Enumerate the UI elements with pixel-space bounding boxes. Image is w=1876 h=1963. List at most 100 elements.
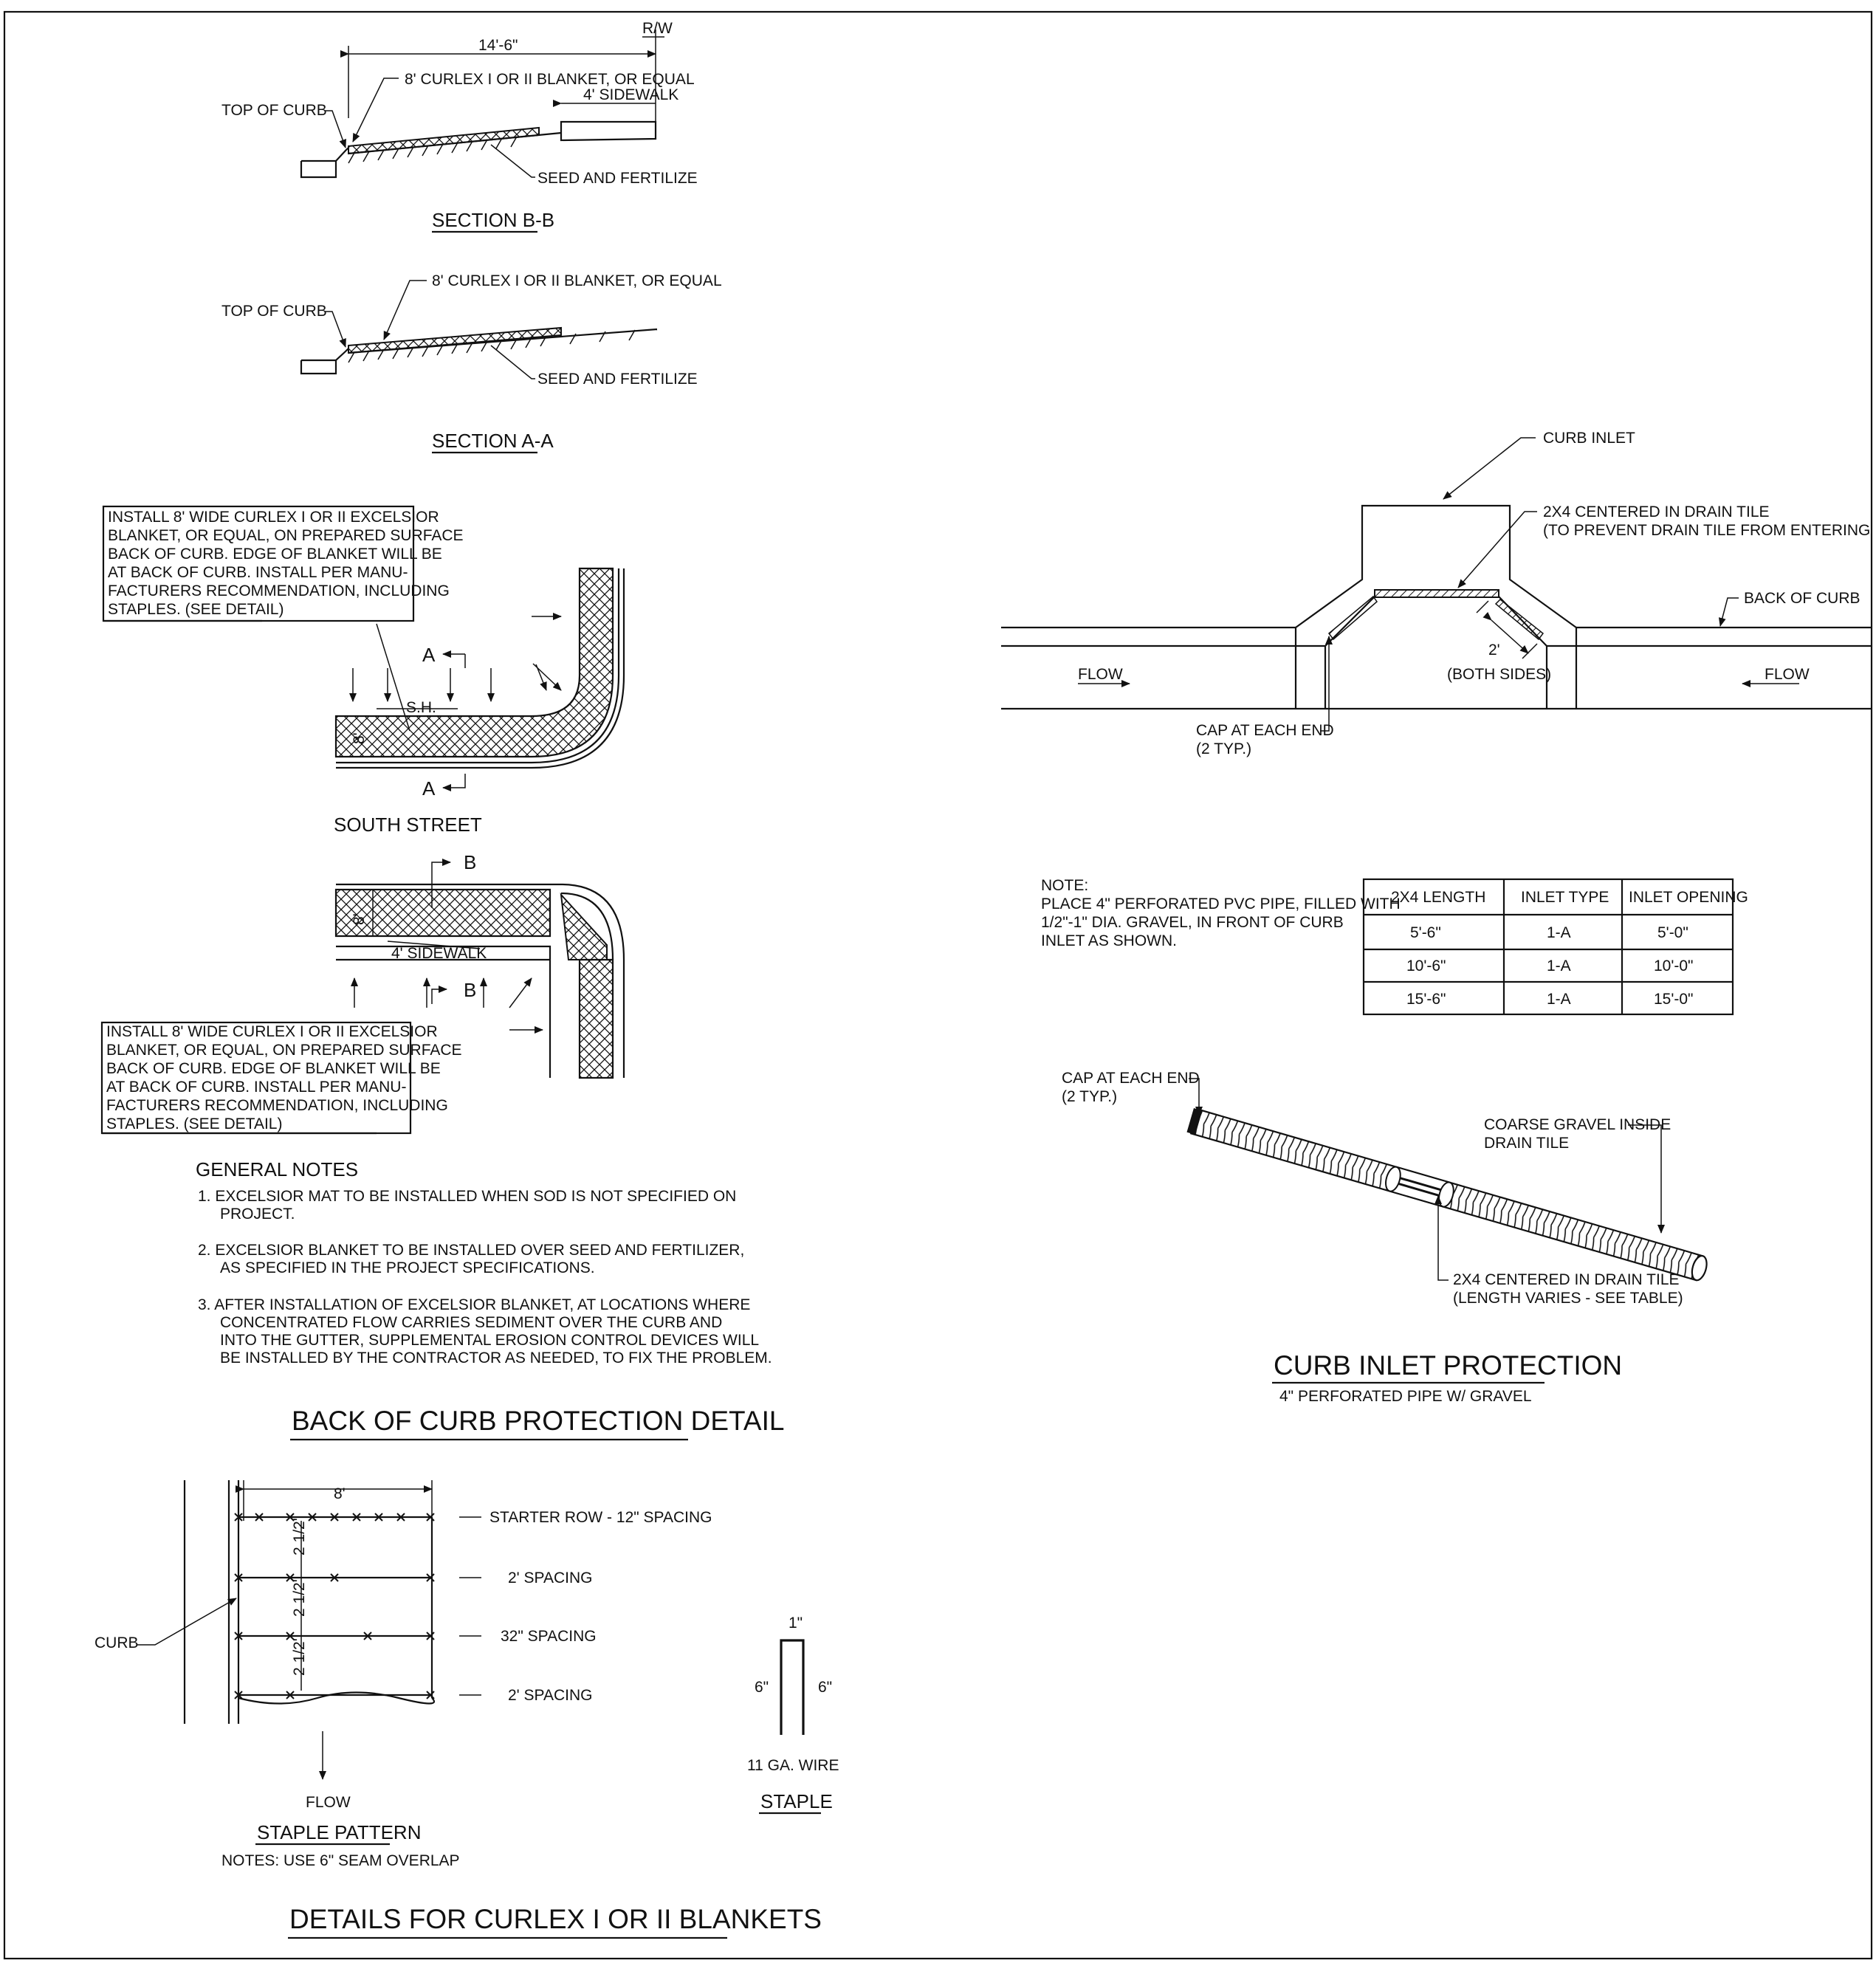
inlet-centered-label: 2X4 CENTERED IN DRAIN TILE — [1543, 503, 1770, 520]
plan-note2-line5: FACTURERS RECOMMENDATION, INCLUDING — [106, 1097, 448, 1114]
bb-dim-label: 14'-6" — [478, 37, 518, 54]
table-cell: 5'-0" — [1657, 924, 1688, 941]
table-cell: 1-A — [1547, 924, 1571, 941]
plan-note2-line6: STAPLES. (SEE DETAIL) — [106, 1115, 282, 1132]
staple-curb-label: CURB — [95, 1634, 139, 1651]
table-cell: 5'-6" — [1410, 924, 1441, 941]
bb-seed-label: SEED AND FERTILIZE — [537, 170, 698, 187]
staple-right-dim: 6" — [818, 1679, 832, 1696]
general-note-3d: BE INSTALLED BY THE CONTRACTOR AS NEEDED… — [220, 1350, 772, 1366]
staple-row3-label: 32" SPACING — [501, 1628, 597, 1645]
staple-spacing-1: 2 1/2' — [291, 1518, 308, 1555]
note-line-2: PLACE 4" PERFORATED PVC PIPE, FILLED WIT… — [1041, 895, 1401, 912]
bb-blanket-label: 8' CURLEX I OR II BLANKET, OR EQUAL — [405, 71, 695, 88]
staple-spacing-2: 2 1/2' — [291, 1579, 308, 1617]
sheet-border — [3, 10, 1873, 1960]
perforated-pipe: CAP AT EACH END (2 TYP.) COARSE GRAVEL I… — [1062, 1070, 1708, 1307]
table-cell: 1-A — [1547, 991, 1571, 1008]
general-notes-title: GENERAL NOTES — [196, 1158, 358, 1180]
pipe-gravel-label: COARSE GRAVEL INSIDE — [1484, 1116, 1671, 1133]
staple-title: STAPLE — [760, 1790, 833, 1812]
general-note-2b: AS SPECIFIED IN THE PROJECT SPECIFICATIO… — [220, 1259, 595, 1276]
plan-note2-line2: BLANKET, OR EQUAL, ON PREPARED SURFACE — [106, 1042, 462, 1059]
table-cell: 10'-6" — [1406, 958, 1446, 974]
general-note-1a: 1. EXCELSIOR MAT TO BE INSTALLED WHEN SO… — [198, 1188, 736, 1205]
general-note-3b: CONCENTRATED FLOW CARRIES SEDIMENT OVER … — [220, 1314, 722, 1331]
general-note-1b: PROJECT. — [220, 1206, 295, 1223]
aa-blanket-label: 8' CURLEX I OR II BLANKET, OR EQUAL — [432, 272, 722, 289]
cip-subtitle: 4" PERFORATED PIPE W/ GRAVEL — [1279, 1388, 1532, 1405]
inlet-flow-right-label: FLOW — [1765, 666, 1810, 683]
aa-title: SECTION A-A — [432, 430, 554, 452]
plan-note2-line1: INSTALL 8' WIDE CURLEX I OR II EXCELSIOR — [106, 1023, 438, 1040]
staple-pattern: 8' 2 1/2' 2 1/2' 2 1/2' STARTER ROW - 12… — [95, 1480, 712, 1869]
plan-note1-line5: FACTURERS RECOMMENDATION, INCLUDING — [108, 582, 450, 599]
plan-note2-line3: BACK OF CURB. EDGE OF BLANKET WILL BE — [106, 1060, 441, 1077]
staple-left-dim: 6" — [755, 1679, 769, 1696]
staple-flow-label: FLOW — [306, 1794, 351, 1811]
plan-lower: B 8' 4' SIDEWALK B INSTALL 8' WIDE CURLE… — [100, 851, 625, 1135]
curb-inlet-plan: 2' (BOTH SIDES) CURB INLET 2X4 CENTERED … — [1001, 430, 1876, 757]
inlet-cap-typ-label: (2 TYP.) — [1196, 740, 1251, 757]
plan-note2-line4: AT BACK OF CURB. INSTALL PER MANU- — [106, 1079, 406, 1096]
staple-wire-label: 11 GA. WIRE — [747, 1757, 839, 1774]
note-line-4: INLET AS SHOWN. — [1041, 932, 1177, 949]
staple-top-dim: 1" — [788, 1615, 803, 1632]
bb-top-of-curb-label: TOP OF CURB — [221, 102, 327, 119]
boc-title: BACK OF CURB PROTECTION DETAIL — [292, 1406, 784, 1436]
plan-dim8-bottom: 8' — [351, 913, 368, 925]
table-header-1: INLET TYPE — [1521, 889, 1609, 906]
table-header-0: 2X4 LENGTH — [1391, 889, 1485, 906]
bb-sidewalk-label: 4' SIDEWALK — [583, 86, 678, 103]
aa-top-of-curb-label: TOP OF CURB — [221, 303, 327, 320]
table-cell: 15'-0" — [1654, 991, 1694, 1008]
plan-note1-line1: INSTALL 8' WIDE CURLEX I OR II EXCELSIOR — [108, 509, 439, 526]
inlet-note: NOTE: PLACE 4" PERFORATED PVC PIPE, FILL… — [1041, 877, 1401, 949]
plan-sh-label: S.H. — [406, 699, 436, 716]
table-cell: 1-A — [1547, 958, 1571, 974]
general-note-3c: INTO THE GUTTER, SUPPLEMENTAL EROSION CO… — [220, 1332, 759, 1349]
pipe-cap-typ-label: (2 TYP.) — [1062, 1088, 1117, 1105]
pipe-varies-label: (LENGTH VARIES - SEE TABLE) — [1453, 1290, 1683, 1307]
table-header-2: INLET OPENING — [1629, 889, 1748, 906]
table-cell: 15'-6" — [1406, 991, 1446, 1008]
staple-pattern-title: STAPLE PATTERN — [257, 1821, 422, 1843]
plan-cut-a-top: A — [422, 644, 436, 666]
inlet-2ft-label: 2' — [1488, 642, 1500, 659]
general-note-3a: 3. AFTER INSTALLATION OF EXCELSIOR BLANK… — [198, 1296, 750, 1313]
section-aa: 8' CURLEX I OR II BLANKET, OR EQUAL TOP … — [221, 272, 722, 454]
inlet-both-sides-label: (BOTH SIDES) — [1447, 666, 1551, 683]
pipe-centered-label: 2X4 CENTERED IN DRAIN TILE — [1453, 1271, 1680, 1288]
plan-street-label: SOUTH STREET — [334, 814, 482, 836]
bb-rw-label: R/W — [642, 20, 673, 37]
plan-sidewalk-label: 4' SIDEWALK — [391, 945, 487, 962]
staple-detail: 1" 6" 6" 11 GA. WIRE STAPLE — [747, 1615, 839, 1815]
inlet-flow-left-label: FLOW — [1078, 666, 1123, 683]
plan-south-street: INSTALL 8' WIDE CURLEX I OR II EXCELSIOR… — [102, 505, 625, 836]
plan-cut-b-bottom: B — [464, 979, 476, 1001]
aa-seed-label: SEED AND FERTILIZE — [537, 371, 698, 388]
staple-row2-label: 2' SPACING — [508, 1570, 593, 1586]
plan-note1-line6: STAPLES. (SEE DETAIL) — [108, 601, 284, 618]
note-line-1: NOTE: — [1041, 877, 1088, 894]
bb-title: SECTION B-B — [432, 209, 554, 231]
inlet-prevent-label: (TO PREVENT DRAIN TILE FROM ENTERING INL… — [1543, 522, 1876, 539]
plan-note1-line2: BLANKET, OR EQUAL, ON PREPARED SURFACE — [108, 527, 464, 544]
plan-note1-line4: AT BACK OF CURB. INSTALL PER MANU- — [108, 564, 408, 581]
section-bb: 14'-6" R/W 4' SIDEWALK 8' CURLEX I OR II… — [221, 20, 698, 233]
plan-note1-line3: BACK OF CURB. EDGE OF BLANKET WILL BE — [108, 546, 442, 563]
staple-pattern-dim: 8' — [334, 1485, 346, 1502]
note-line-3: 1/2"-1" DIA. GRAVEL, IN FRONT OF CURB — [1041, 914, 1344, 931]
general-note-2a: 2. EXCELSIOR BLANKET TO BE INSTALLED OVE… — [198, 1242, 744, 1259]
staple-row1-label: STARTER ROW - 12" SPACING — [489, 1509, 712, 1526]
plan-dim8-top: 8' — [351, 732, 368, 744]
plan-cut-b-top: B — [464, 851, 476, 873]
staple-marks — [234, 1513, 435, 1699]
staple-row4-label: 2' SPACING — [508, 1687, 593, 1704]
pipe-gravel2-label: DRAIN TILE — [1484, 1135, 1569, 1152]
staple-pattern-note: NOTES: USE 6" SEAM OVERLAP — [221, 1852, 460, 1869]
inlet-cap-label: CAP AT EACH END — [1196, 722, 1334, 739]
general-notes: GENERAL NOTES 1. EXCELSIOR MAT TO BE INS… — [196, 1158, 772, 1366]
staple-spacing-3: 2 1/2' — [291, 1638, 308, 1676]
